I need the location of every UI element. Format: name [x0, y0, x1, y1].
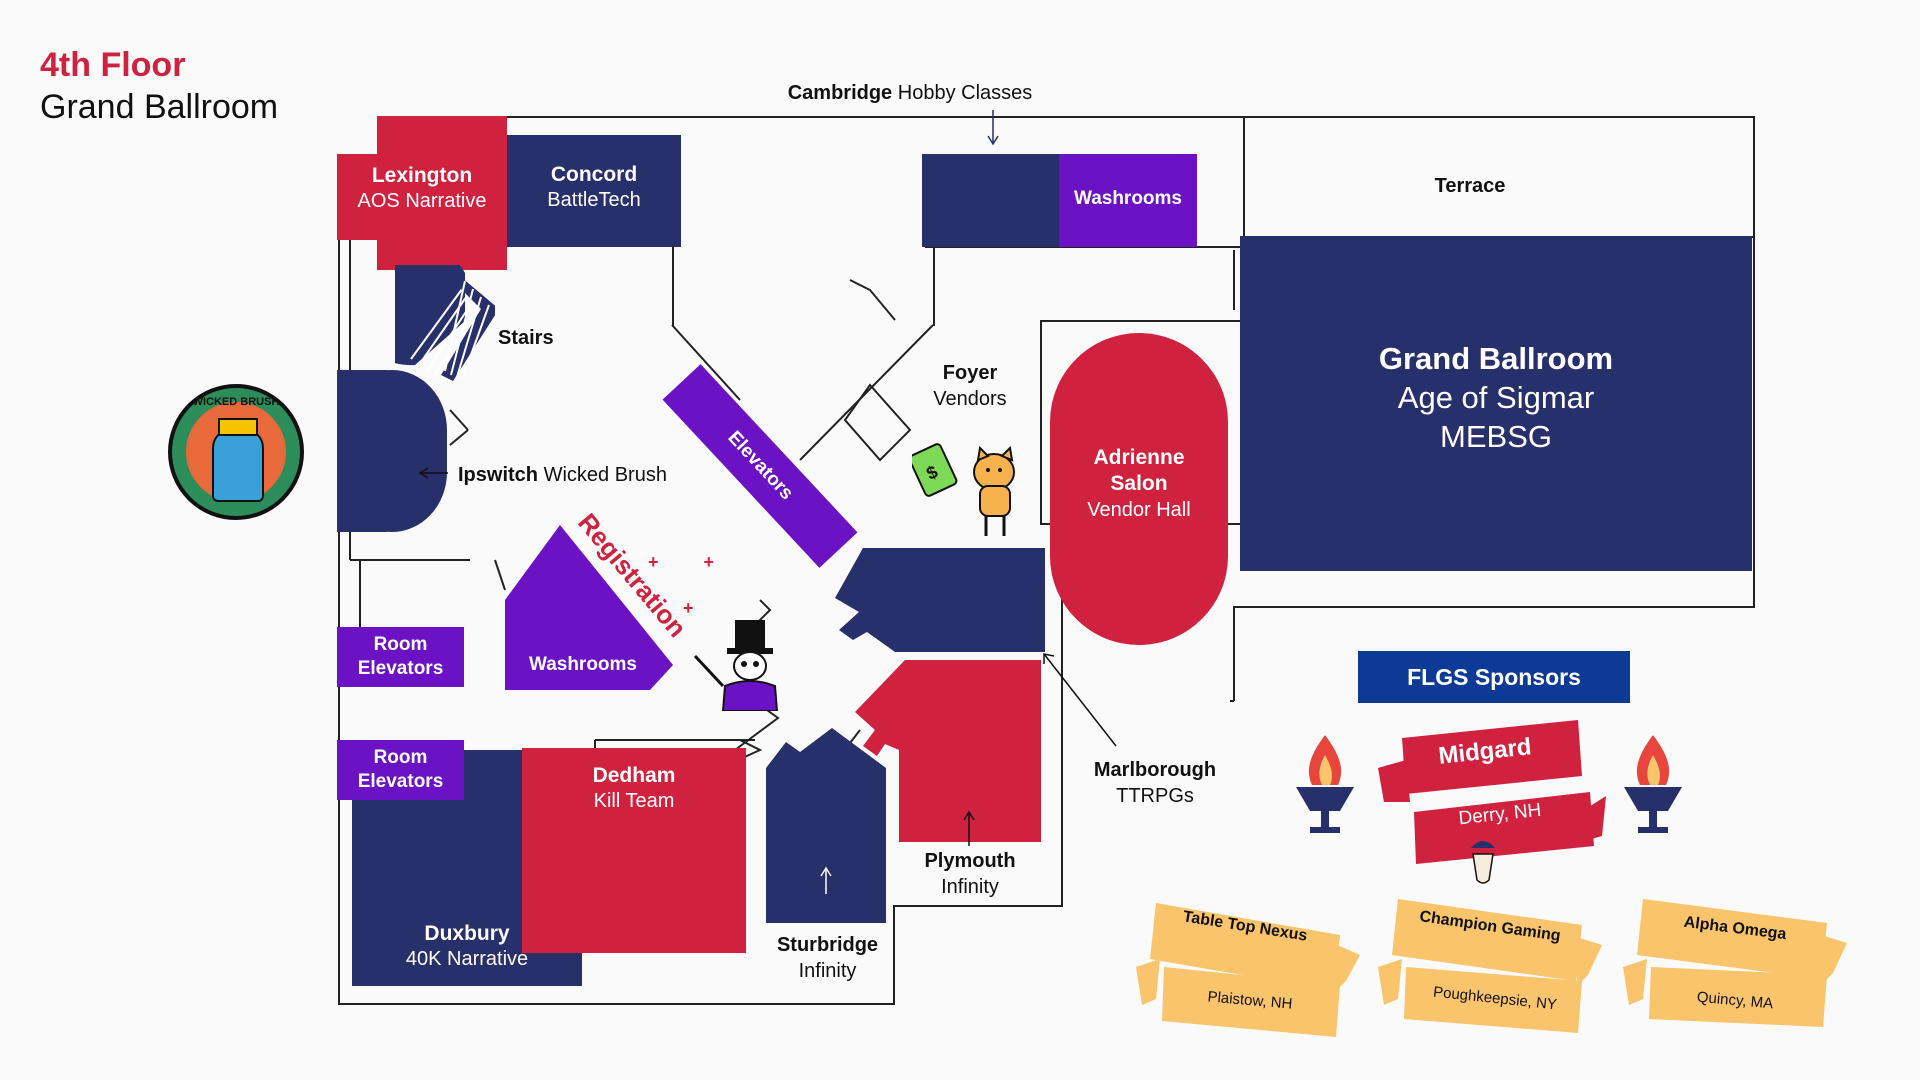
skeleton-mascot-icon [693, 620, 779, 711]
ipswitch-event: Wicked Brush [543, 464, 667, 486]
duxbury-event: 40K Narrative [405, 948, 529, 970]
marlborough-name: Marlborough [1093, 759, 1217, 781]
torch-icon [1624, 735, 1682, 833]
stairs-label: Stairs [498, 327, 554, 349]
sturbridge-label: Sturbridge Infinity [755, 932, 900, 984]
adrienne-name2: Salon [1110, 472, 1168, 495]
room-elevators-1-line1: Room [373, 634, 428, 655]
sturbridge-name: Sturbridge [776, 934, 879, 956]
room-unlabeled-navy [835, 548, 1045, 652]
sponsors-heading: FLGS Sponsors [1358, 651, 1630, 703]
ipswitch-label: Ipswitch Wicked Brush [458, 462, 728, 488]
washrooms-mid[interactable]: Washrooms [528, 654, 638, 675]
sponsor-ribbon-alpha [1623, 899, 1847, 1027]
plymouth-label: Plymouth Infinity [895, 848, 1045, 900]
terrace-label: Terrace [1434, 175, 1506, 197]
adrienne-event: Vendor Hall [1087, 499, 1191, 521]
sponsor-ribbon-champion [1378, 899, 1602, 1033]
room-cambridge[interactable] [922, 154, 1059, 247]
arrow-up-icon [963, 810, 975, 846]
grand-ballroom-name: Grand Ballroom [1378, 341, 1614, 376]
concord-name: Concord [550, 163, 638, 186]
duxbury-name: Duxbury [424, 922, 510, 945]
washrooms-mid-shape [505, 525, 673, 690]
room-adrienne-salon[interactable]: Adrienne Salon Vendor Hall [1050, 333, 1228, 645]
room-plymouth [855, 660, 1041, 842]
room-concord[interactable]: Concord BattleTech [507, 135, 681, 247]
torch-icon [1296, 735, 1354, 833]
sparkle-icon: + + [648, 552, 735, 572]
concord-event: BattleTech [547, 189, 641, 211]
room-elevators-2-line2: Elevators [357, 771, 444, 792]
dedham-event: Kill Team [593, 790, 675, 812]
plymouth-name: Plymouth [924, 850, 1016, 872]
room-elevators-2[interactable]: Room Elevators [337, 740, 464, 800]
sponsor-ribbon-tabletop [1136, 903, 1360, 1037]
room-dedham[interactable]: Dedham Kill Team [522, 748, 746, 953]
room-elevators-1-line2: Elevators [357, 658, 444, 679]
marlborough-event: TTRPGs [1116, 785, 1194, 807]
room-sturbridge [766, 728, 886, 923]
room-elevators-2-line1: Room [373, 747, 428, 768]
arrow-down-icon [987, 110, 999, 146]
wicked-brush-logo: WICKED BRUSH [168, 384, 304, 520]
plymouth-event: Infinity [941, 876, 999, 898]
logo-text: WICKED BRUSH [192, 396, 280, 408]
arrow-diagonal-icon [1043, 653, 1117, 747]
room-elevators-1[interactable]: Room Elevators [337, 627, 464, 687]
venue-title: Grand Ballroom [40, 88, 279, 126]
washrooms-top[interactable]: Washrooms [1059, 154, 1197, 247]
dedham-name: Dedham [592, 764, 676, 787]
grand-ballroom-line2: MEBSG [1440, 419, 1552, 454]
cambridge-event: Hobby Classes [897, 82, 1033, 104]
adrienne-name1: Adrienne [1093, 446, 1185, 469]
midgard-ribbon [1378, 720, 1606, 864]
lexington-event: AOS Narrative [357, 190, 487, 212]
foyer-name: Foyer [942, 362, 998, 384]
stairs-icon [395, 265, 495, 381]
room-grand-ballroom[interactable]: Grand Ballroom Age of Sigmar MEBSG [1240, 236, 1752, 571]
grand-ballroom-line1: Age of Sigmar [1397, 380, 1595, 415]
sturbridge-event: Infinity [798, 960, 857, 982]
arrow-left-icon [418, 467, 448, 479]
sparkle-icon: + [683, 598, 694, 618]
marlborough-label: Marlborough TTRPGs [1080, 757, 1230, 809]
ipswitch-name: Ipswitch [458, 464, 539, 486]
floor-title: 4th Floor [40, 46, 186, 84]
lexington-name: Lexington [371, 164, 473, 187]
cambridge-name: Cambridge [787, 82, 893, 104]
viking-icon [1469, 841, 1497, 884]
foyer-label: Foyer Vendors [910, 360, 1030, 412]
cambridge-label: Cambridge Hobby Classes [760, 80, 1060, 106]
cat-mascot-icon: $ [912, 443, 1015, 536]
foyer-event: Vendors [933, 388, 1007, 410]
